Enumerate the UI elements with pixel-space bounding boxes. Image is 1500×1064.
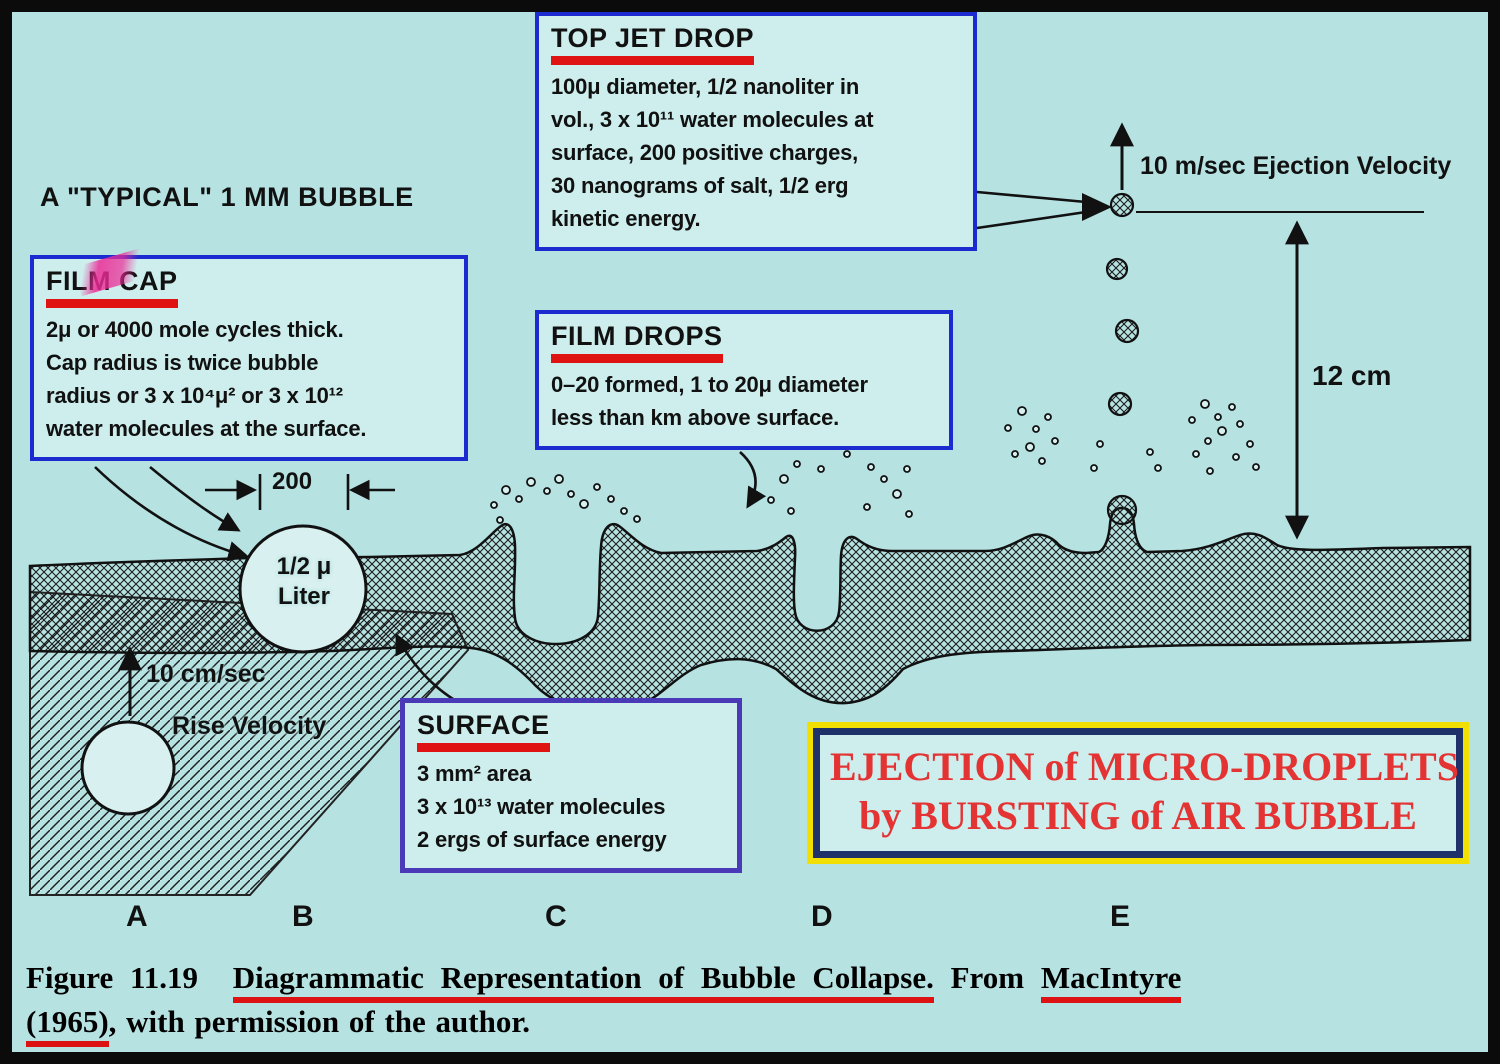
ejection-title-line1: EJECTION of MICRO-DROPLETS [830, 744, 1459, 789]
surface-box: SURFACE 3 mm² area 3 x 10¹³ water molecu… [400, 698, 742, 873]
film-drops-title: FILM DROPS [551, 321, 723, 363]
ejection-title-line2: by BURSTING of AIR BUBBLE [859, 792, 1417, 838]
film-cap-box: FILM CAP 2μ or 4000 mole cycles thick. C… [30, 255, 468, 461]
figure-caption: Figure 11.19 Diagrammatic Representation… [26, 960, 1476, 1047]
bubble-volume-line1: 1/2 μ [276, 553, 332, 580]
rise-velocity-label: Rise Velocity [172, 712, 327, 740]
jet-height-label: 12 cm [1312, 360, 1392, 391]
stage-label-b: B [292, 900, 314, 933]
rising-bubble [80, 646, 176, 816]
ejection-title-inner: EJECTION of MICRO-DROPLETS by BURSTING o… [813, 728, 1463, 858]
bubble-volume-line2: Liter [277, 583, 330, 610]
caption-figure-label: Figure 11.19 [26, 960, 199, 995]
surface-title: SURFACE [417, 710, 550, 752]
stage-label-a: A [126, 900, 148, 933]
callout-arrows [94, 122, 1424, 704]
caption-author: MacIntyre [1040, 960, 1182, 1003]
top-jet-drop-title: TOP JET DROP [551, 23, 755, 65]
top-jet-drop-body: 100μ diameter, 1/2 nanoliter in vol., 3 … [551, 73, 874, 231]
cap-width-label: 200 [272, 468, 313, 495]
jet-droplets [1105, 192, 1140, 526]
surface-bubble [238, 524, 368, 654]
stage-label-d: D [811, 900, 833, 933]
stage-label-c: C [545, 900, 567, 933]
film-drops-box: FILM DROPS 0–20 formed, 1 to 20μ diamete… [535, 310, 953, 450]
typical-bubble-label: A "TYPICAL" 1 MM BUBBLE [40, 182, 414, 212]
stage-label-e: E [1110, 900, 1131, 933]
caption-year: (1965) [26, 1004, 109, 1047]
film-cap-title: FILM CAP [46, 266, 178, 308]
caption-from: From [950, 960, 1025, 995]
top-jet-drop-box: TOP JET DROP 100μ diameter, 1/2 nanolite… [535, 12, 977, 251]
caption-tail: , with permission of the author. [108, 1004, 531, 1039]
caption-main-text: Diagrammatic Representation of Bubble Co… [232, 960, 934, 1003]
film-drops-body: 0–20 formed, 1 to 20μ diameter less than… [551, 371, 868, 430]
bubble-volume-label: 1/2 μ Liter [248, 552, 360, 612]
caption-line2: (1965), with permission of the author. [26, 1004, 1476, 1047]
caption-line1: Figure 11.19 Diagrammatic Representation… [26, 960, 1476, 1003]
ejection-velocity-label: 10 m/sec Ejection Velocity [1140, 152, 1452, 180]
ejection-title-box: EJECTION of MICRO-DROPLETS by BURSTING o… [807, 722, 1469, 864]
surface-body: 3 mm² area 3 x 10¹³ water molecules 2 er… [417, 760, 667, 852]
rise-speed-label: 10 cm/sec [146, 660, 266, 688]
film-cap-body: 2μ or 4000 mole cycles thick. Cap radius… [46, 316, 367, 441]
